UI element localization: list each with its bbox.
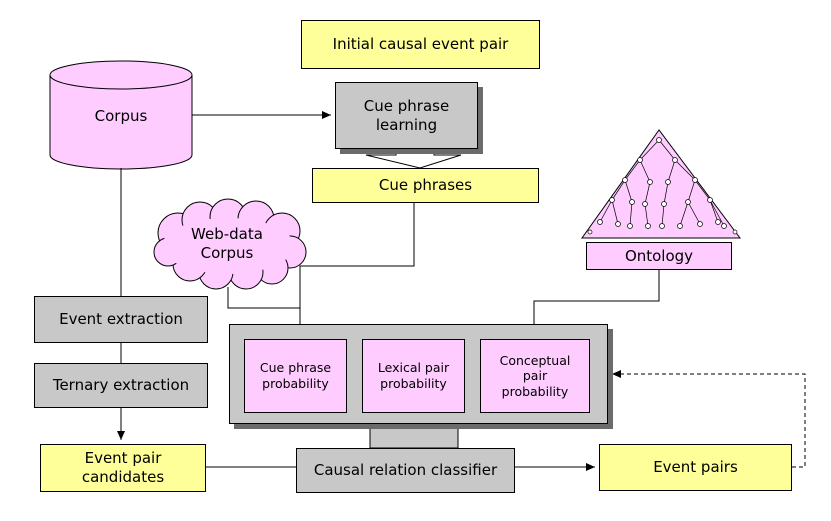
candidates-label: Event pair candidates [81, 449, 165, 486]
cue-phrases-label: Cue phrases [378, 176, 473, 195]
web-data-cloud [153, 198, 307, 290]
classifier-label: Causal relation classifier [313, 461, 498, 480]
cue-prob-label: Cue phrase probability [259, 360, 332, 391]
web-corpus-label: Web-data Corpus [191, 225, 263, 262]
initial-pair-label: Initial causal event pair [332, 35, 509, 54]
ternary-extraction-box: Ternary extraction [34, 363, 208, 408]
cue-phrases-box: Cue phrases [312, 168, 539, 203]
cue-phrase-probability-box: Cue phrase probability [244, 339, 347, 413]
ontology-triangle [581, 129, 741, 239]
corpus-cylinder [49, 60, 193, 170]
event-extraction-box: Event extraction [34, 296, 208, 343]
arrow-cuephrases-to-prob [296, 203, 415, 339]
event-extraction-label: Event extraction [59, 310, 183, 329]
initial-causal-event-pair-box: Initial causal event pair [301, 20, 540, 69]
block-arrow [365, 150, 462, 169]
cue-phrase-learning-box: Cue phrase learning [335, 82, 478, 149]
event-pairs-box: Event pairs [599, 444, 792, 491]
event-pair-candidates-box: Event pair candidates [40, 444, 206, 492]
cue-learning-label: Cue phrase learning [363, 96, 450, 134]
corpus-label: Corpus [94, 107, 148, 125]
ontology-box: Ontology [586, 242, 732, 270]
line-web-to-prob [227, 287, 300, 309]
lexical-prob-label: Lexical pair probability [377, 360, 450, 391]
ternary-extraction-label: Ternary extraction [52, 376, 190, 395]
conceptual-pair-probability-box: Conceptual pair probability [480, 339, 590, 413]
arrow-ontology-to-conceptual [530, 270, 660, 339]
dashed-feedback-arrow [612, 370, 806, 468]
event-pairs-label: Event pairs [653, 458, 738, 477]
panel-connector [369, 423, 459, 449]
causal-relation-classifier-box: Causal relation classifier [296, 448, 515, 493]
lexical-pair-probability-box: Lexical pair probability [362, 339, 465, 413]
ontology-label: Ontology [624, 246, 694, 265]
conceptual-prob-label: Conceptual pair probability [499, 352, 571, 399]
